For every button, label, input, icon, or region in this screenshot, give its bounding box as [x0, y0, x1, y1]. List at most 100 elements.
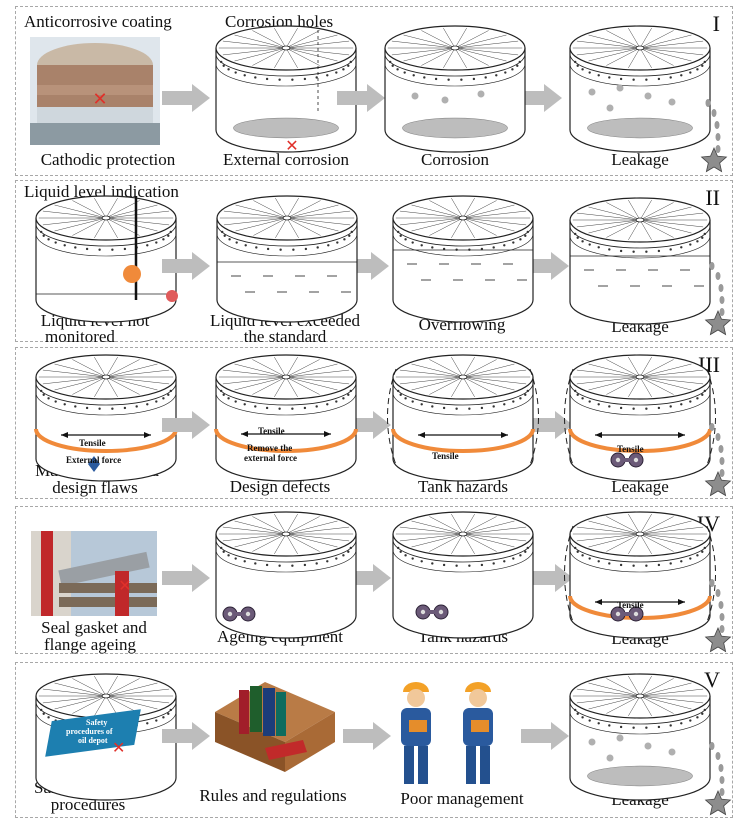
bolt-dot [689, 719, 692, 722]
roof-spoke [639, 695, 692, 710]
roof-spoke [105, 695, 158, 710]
bolt-dot [516, 64, 519, 67]
roof-spoke [285, 40, 350, 49]
bolt-dot [244, 244, 247, 247]
bolt-dot [512, 241, 515, 244]
bolt-dot [155, 400, 158, 403]
bolt-dot [632, 250, 635, 253]
roof-spoke [105, 376, 158, 391]
roof-spoke [639, 695, 652, 717]
roof-spoke [72, 695, 107, 714]
bolt-dot [169, 708, 172, 712]
roof-spoke [222, 40, 287, 49]
roof-spoke [72, 217, 107, 236]
bolt-dot [574, 389, 577, 393]
tank-rim [569, 382, 711, 406]
label-external-corrosion: External corrosion [222, 150, 350, 169]
cross-icon: ✕ [285, 136, 298, 155]
arrowhead [144, 432, 151, 438]
tank-body [569, 377, 711, 482]
roof-spoke [462, 197, 475, 219]
corrosion-spot [411, 92, 419, 100]
roof-spoke [462, 520, 515, 535]
roof-spoke [462, 217, 527, 226]
bolt-dot [254, 562, 257, 565]
roof-spoke [234, 363, 287, 378]
arrowhead [595, 599, 602, 605]
bolt-dot [512, 557, 515, 560]
roof-spoke [628, 675, 641, 697]
bolt-dot [442, 406, 446, 410]
bolt-dot [162, 238, 165, 241]
tank-rim [215, 549, 357, 573]
bolt-dot [167, 234, 170, 237]
label-seal-gasket-a: Seal gasket and [41, 618, 147, 637]
bolt-dot [468, 564, 471, 567]
roof-spoke [234, 376, 287, 391]
drop [718, 284, 724, 292]
roof-spoke [639, 533, 704, 542]
bolt-dot [47, 397, 50, 400]
tank-body [392, 377, 534, 482]
roof-spoke [275, 197, 288, 219]
roof-spoke [42, 369, 107, 378]
flange-hole [633, 611, 639, 617]
roof-spoke [639, 356, 652, 378]
roof-spoke [628, 376, 641, 398]
roof-spoke [285, 34, 338, 49]
roof-spoke [54, 376, 107, 391]
bolt-dot [503, 403, 506, 406]
bolt-dot [396, 68, 399, 71]
roof-spoke [429, 516, 464, 535]
leak-splash [704, 470, 732, 497]
roof-spoke [105, 376, 140, 395]
bolt-dot [597, 560, 600, 563]
roof-spoke [285, 369, 350, 378]
roof-spoke [411, 204, 464, 219]
bolt-dot [335, 400, 338, 403]
flange-hole [227, 611, 233, 617]
roof-spoke [222, 526, 287, 535]
roof-spoke [588, 533, 641, 548]
storage-tank [34, 354, 178, 482]
roof-spoke [462, 217, 497, 236]
roof-spoke [451, 197, 464, 219]
bolt-dot [243, 560, 246, 563]
leak-splash [704, 789, 732, 816]
bolt-dot [74, 246, 77, 249]
roof-spoke [454, 47, 489, 66]
bolt-dot [524, 393, 527, 396]
bolt-dot [524, 234, 527, 237]
drop [715, 272, 721, 280]
weld-seam [391, 428, 535, 453]
bolt-dot [480, 563, 484, 567]
roof-spoke [443, 27, 456, 49]
bolt-dot [423, 76, 426, 79]
bolt-dot [234, 71, 237, 74]
flange-hole [615, 611, 621, 617]
bolt-dot [669, 76, 672, 79]
bolt-dot [155, 241, 158, 244]
storage-tank [387, 354, 539, 482]
roof-spoke [454, 47, 519, 56]
leak-drops [704, 262, 732, 336]
bolt-dot [495, 74, 498, 77]
bolt-dot [657, 563, 661, 567]
bolt-dot [680, 560, 683, 563]
leak-drops [704, 423, 732, 497]
bolt-dot [689, 557, 692, 560]
bolt-dot [162, 716, 165, 719]
bolt-dot [597, 403, 600, 406]
bolt-dot [576, 393, 579, 396]
roof-spoke [391, 47, 456, 56]
bolt-dot [135, 405, 138, 408]
drop [715, 145, 721, 153]
bolt-dot [657, 77, 661, 81]
bolt-dot [608, 76, 611, 79]
roof-spoke [252, 30, 287, 49]
roof-spoke [462, 200, 497, 219]
bolt-dot [434, 77, 438, 81]
bolt-dot [608, 405, 611, 408]
roof-spoke [606, 219, 641, 238]
panel-1: I [15, 6, 733, 176]
